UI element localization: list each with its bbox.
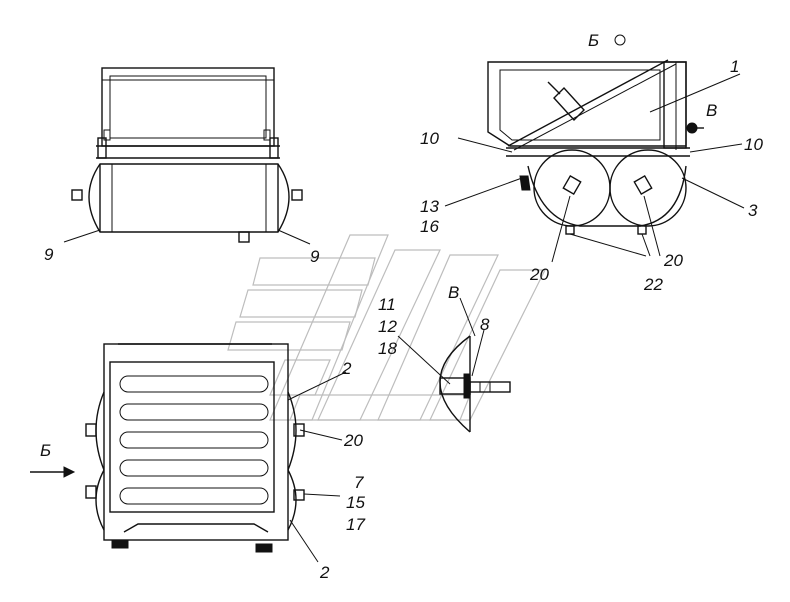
view-marker-icon xyxy=(614,34,626,46)
detail-letter-caption: В xyxy=(448,283,459,302)
label-20-right: 20 xyxy=(663,251,683,270)
label-3: 3 xyxy=(748,201,758,220)
label-1: 1 xyxy=(730,57,739,76)
label-15: 15 xyxy=(346,493,365,512)
label-18: 18 xyxy=(378,339,397,358)
label-11: 11 xyxy=(378,295,396,314)
label-9-right: 9 xyxy=(310,247,320,266)
label-2-bottom: 2 xyxy=(319,563,330,582)
label-17: 17 xyxy=(346,515,365,534)
label-2-top: 2 xyxy=(341,359,352,378)
view-arrow-letter: Б xyxy=(40,441,51,460)
label-22: 22 xyxy=(643,275,663,294)
front-view xyxy=(71,67,303,243)
detail-view xyxy=(439,335,511,433)
labels: Б 1 В 10 10 3 13 16 20 20 22 9 9 11 В 12… xyxy=(40,31,763,582)
label-20-left: 20 xyxy=(529,265,549,284)
label-20-bottom: 20 xyxy=(343,431,363,450)
label-10-right: 10 xyxy=(744,135,763,154)
detail-letter-label: В xyxy=(706,101,717,120)
label-13: 13 xyxy=(420,197,439,216)
side-view xyxy=(487,59,704,235)
top-view xyxy=(30,343,305,553)
label-16: 16 xyxy=(420,217,439,236)
label-9-left: 9 xyxy=(44,245,54,264)
label-12: 12 xyxy=(378,317,397,336)
label-7: 7 xyxy=(354,473,364,492)
leader-lines xyxy=(63,73,745,563)
label-8: 8 xyxy=(480,315,490,334)
view-letter-label: Б xyxy=(588,31,599,50)
label-10-left: 10 xyxy=(420,129,439,148)
